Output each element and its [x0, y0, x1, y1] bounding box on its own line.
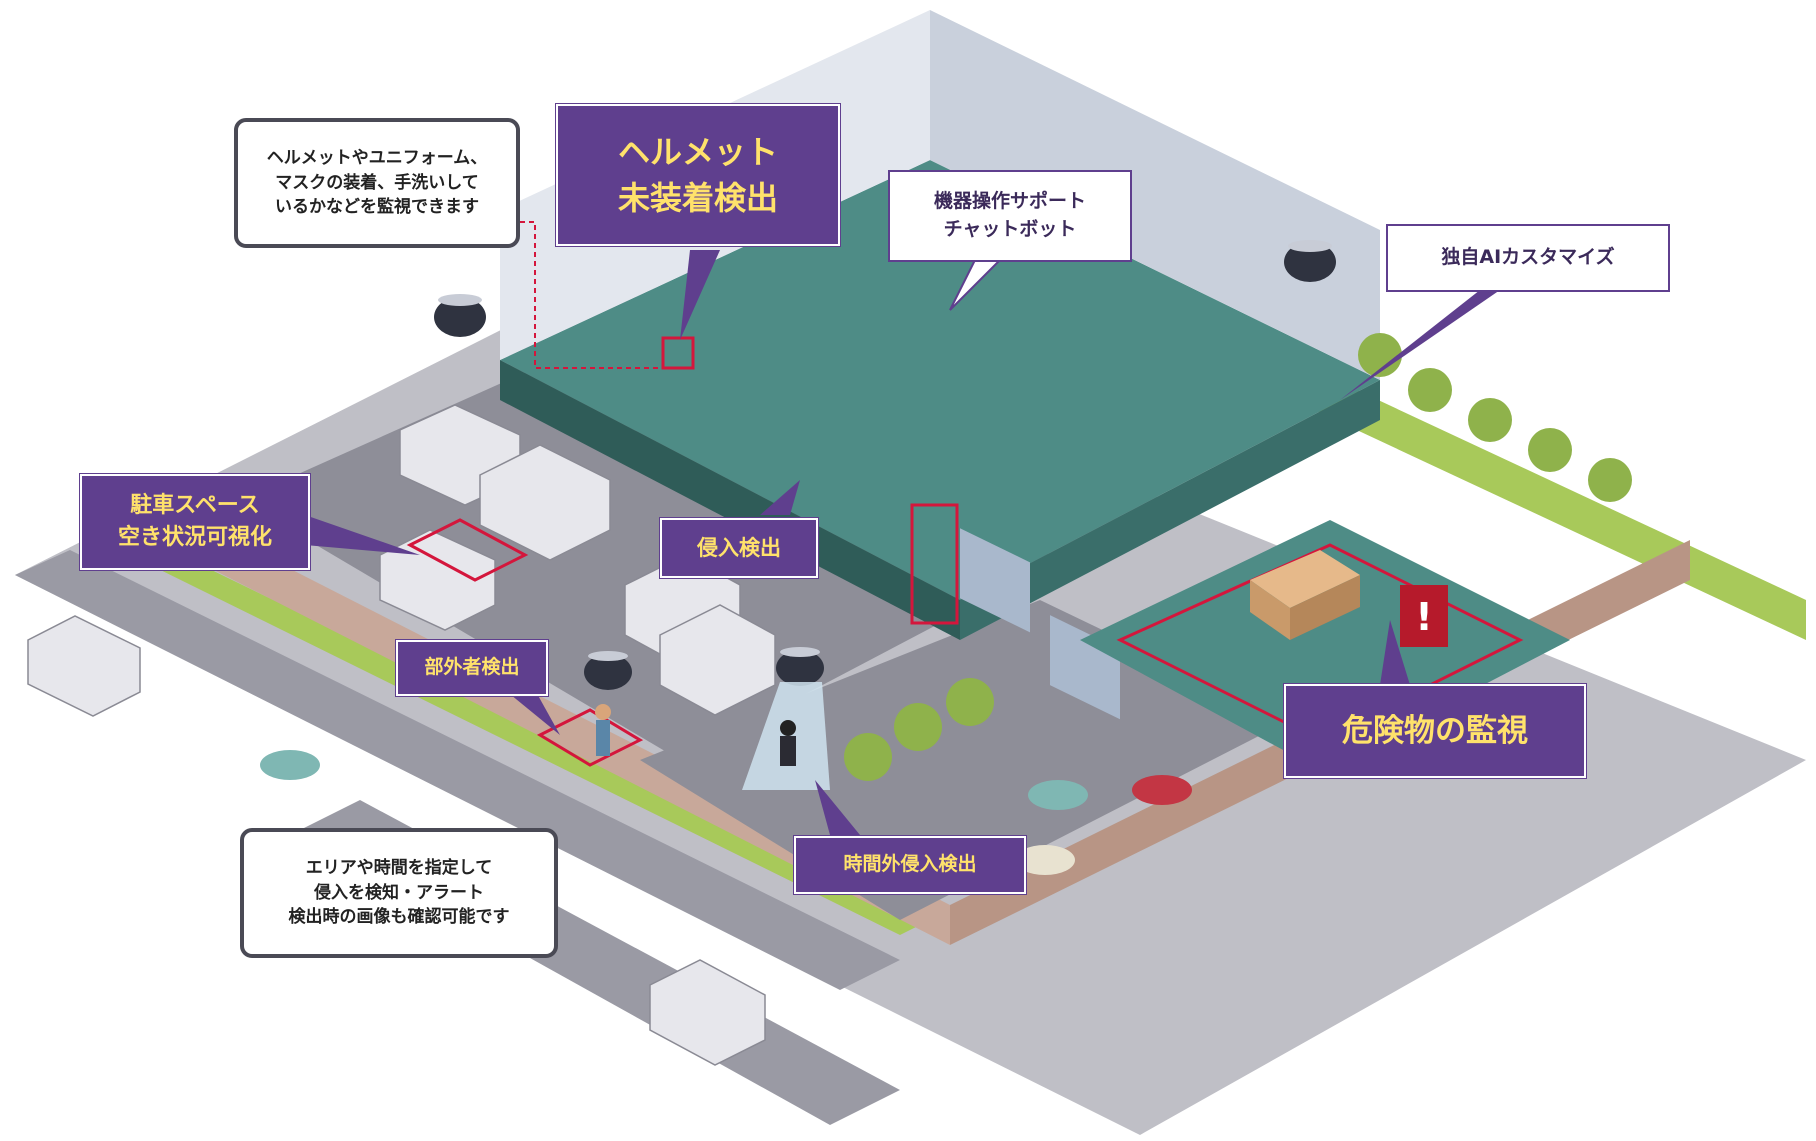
helmet-note-connector — [520, 221, 663, 369]
outsider-detection-zone — [536, 708, 644, 767]
area-time-note: エリアや時間を指定して 侵入を検知・アラート 検出時の画像も確認可能です — [240, 828, 558, 958]
helmet-monitoring-note: ヘルメットやユニフォーム、 マスクの装着、手洗いして いるかなどを監視できます — [234, 118, 520, 248]
car-icon — [1028, 780, 1088, 810]
tree-icon — [1468, 398, 1512, 442]
window — [960, 528, 1030, 633]
dome-camera-icon — [584, 651, 632, 690]
factory-floor-edge — [500, 360, 960, 640]
helmet-detection-box — [661, 336, 695, 370]
car-icon — [1132, 775, 1192, 805]
warning-sign-icon — [1400, 585, 1448, 647]
tree-icon — [1588, 458, 1632, 502]
truck-icon — [659, 604, 776, 716]
tree-icon — [1358, 333, 1402, 377]
tree-icon — [894, 703, 942, 751]
dome-camera-icon — [434, 294, 486, 337]
desk-worker-detection-box — [910, 503, 959, 625]
outsider-pointer — [505, 690, 560, 735]
custom-ai-label: 独自AIカスタマイズ — [1386, 224, 1670, 292]
dome-camera-icon — [1284, 240, 1336, 282]
after-hours-pointer — [815, 780, 860, 835]
helmet-detection-label: ヘルメット 未装着検出 — [556, 104, 840, 246]
truck-icon — [27, 615, 141, 717]
parking-vacancy-label: 駐車スペース 空き状況可視化 — [80, 474, 310, 570]
tree-icon — [844, 733, 892, 781]
truck-icon — [479, 444, 611, 561]
custom-ai-pointer — [1340, 290, 1500, 400]
person-icon — [780, 720, 796, 766]
car-icon — [260, 750, 320, 780]
tree-icon — [946, 678, 994, 726]
tree-icon — [1528, 428, 1572, 472]
hazard-floor — [1080, 520, 1570, 770]
chatbot-label: 機器操作サポート チャットボット — [888, 170, 1132, 262]
intrusion-detection-label: 侵入検出 — [660, 518, 818, 578]
parking-vacancy-zone — [406, 518, 529, 582]
dome-camera-icon — [776, 647, 824, 686]
tree-icon — [1408, 368, 1452, 412]
box-pallet-icon — [1250, 550, 1360, 640]
factory-floor — [500, 160, 1380, 600]
car-icon — [1015, 845, 1075, 875]
factory-floor-edge-right — [960, 380, 1380, 640]
truck-icon — [649, 959, 766, 1066]
truck-icon — [379, 529, 496, 631]
intrusion-pointer — [760, 480, 800, 515]
hedge-strip — [120, 540, 930, 935]
factory-wall-right — [930, 10, 1380, 380]
hazard-pointer — [1380, 620, 1410, 685]
road — [15, 550, 900, 990]
person-icon — [595, 704, 611, 756]
after-hours-intrusion-label: 時間外侵入検出 — [794, 836, 1026, 894]
helmet-title-pointer — [680, 250, 720, 340]
hazard-monitoring-label: 危険物の監視 — [1284, 684, 1586, 778]
warning-sign-mark: ! — [1415, 595, 1432, 639]
parking-pointer — [305, 515, 420, 555]
outsider-detection-label: 部外者検出 — [396, 640, 548, 696]
